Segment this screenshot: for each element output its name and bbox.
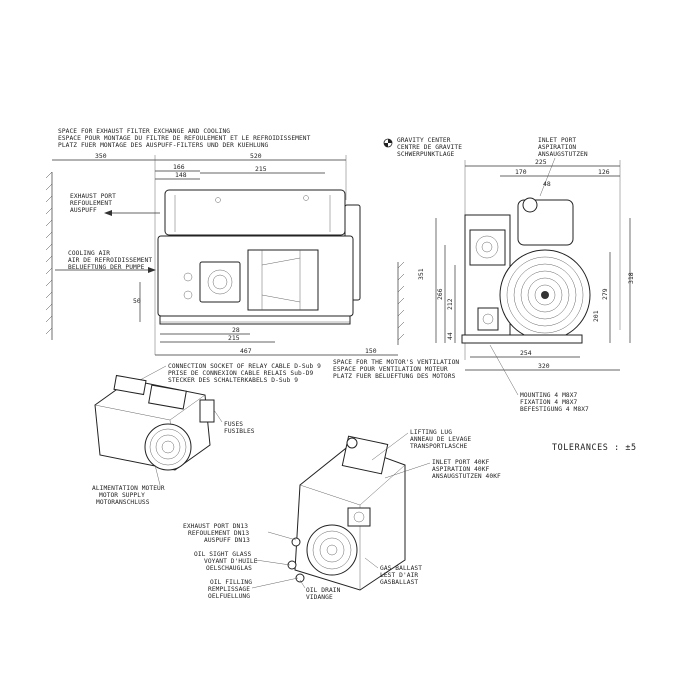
mounting-label-en: MOUNTING 4 M8X7: [520, 392, 578, 399]
cooling-air-label-fr: AIR DE REFROIDISSEMENT: [68, 257, 152, 264]
exhaust-port-label-en: EXHAUST PORT: [70, 193, 116, 200]
cooling-air-label-de: BELUEFTUNG DER PUMPE: [68, 264, 145, 271]
dim-320: 320: [538, 362, 550, 370]
dim-170: 170: [515, 168, 527, 176]
gas-ballast-label-de: GASBALLAST: [380, 579, 418, 586]
dim-318: 318: [627, 272, 635, 284]
connection-socket-label-de: STECKER DES SCHALTERKABELS D-Sub 9: [168, 377, 298, 384]
iso-view-motor-side: FUSES FUSIBLES ALIMENTATION MOTEUR MOTOR…: [92, 374, 255, 506]
tolerances-label: TOLERANCES : ±5: [552, 442, 637, 452]
oil-filling-label-en: OIL FILLING: [210, 579, 252, 586]
fuses-label-en: FUSES: [224, 421, 243, 428]
gravity-center-label-fr: CENTRE DE GRAVITE: [397, 144, 462, 151]
gas-ballast-label-fr: LEST D'AIR: [380, 572, 418, 579]
dim-350: 350: [95, 152, 107, 160]
iso-view-pump-side: LIFTING LUG ANNEAU DE LEVAGE TRANSPORTLA…: [183, 429, 501, 601]
inlet-port-40kf-label-de: ANSAUGSTUTZEN 40KF: [432, 473, 501, 480]
dim-48: 48: [543, 180, 551, 188]
dim-201: 201: [592, 310, 600, 322]
dim-254: 254: [520, 349, 532, 357]
dim-467: 467: [240, 347, 252, 355]
inlet-port-label-fr: ASPIRATION: [538, 144, 576, 151]
dim-150: 150: [365, 347, 377, 355]
exhaust-filter-space-label-fr: ESPACE POUR MONTAGE DU FILTRE DE REFOULE…: [58, 135, 311, 142]
oil-sight-glass-label-fr: VOYANT D'HUILE: [204, 558, 258, 565]
oil-sight-glass-label-de: OELSCHAUGLAS: [206, 565, 252, 572]
dim-126: 126: [598, 168, 610, 176]
power-supply-label-fr: ALIMENTATION MOTEUR: [92, 485, 165, 492]
dim-166: 166: [173, 163, 185, 171]
gas-ballast-label-en: GAS BALLAST: [380, 565, 422, 572]
dim-351: 351: [417, 268, 425, 280]
gravity-center-label-en: GRAVITY CENTER: [397, 137, 451, 144]
oil-sight-glass-label-en: OIL SIGHT GLASS: [194, 551, 252, 558]
gravity-center-label-de: SCHWERPUNKTLAGE: [397, 151, 455, 158]
oil-drain-label-en: OIL DRAIN: [306, 587, 341, 594]
connection-socket-label-fr: PRISE DE CONNEXION CABLE RELAIS Sub-D9: [168, 370, 314, 377]
power-supply-label-en: MOTOR SUPPLY: [99, 492, 145, 499]
dim-215-bottom: 215: [228, 334, 240, 342]
dim-28: 28: [232, 326, 240, 334]
lifting-lug-label-de: TRANSPORTLASCHE: [410, 443, 468, 450]
exhaust-port-label-fr: REFOULEMENT: [70, 200, 112, 207]
mounting-label-fr: FIXATION 4 M8X7: [520, 399, 578, 406]
dim-148: 148: [175, 171, 187, 179]
mounting-label-de: BEFESTIGUNG 4 M8X7: [520, 406, 589, 413]
exhaust-filter-space-label-en: SPACE FOR EXHAUST FILTER EXCHANGE AND CO…: [58, 128, 230, 135]
exhaust-filter-housing: [164, 189, 346, 236]
inlet-port-label-en: INLET PORT: [538, 137, 576, 144]
side-view: SPACE FOR EXHAUST FILTER EXCHANGE AND CO…: [45, 128, 459, 384]
cooling-air-label-en: COOLING AIR: [68, 250, 110, 257]
lifting-lug-label-fr: ANNEAU DE LEVAGE: [410, 436, 471, 443]
lifting-lug-label-en: LIFTING LUG: [410, 429, 452, 436]
exhaust-port-dn13-label-de: AUSPUFF DN13: [204, 537, 250, 544]
exhaust-filter-space-label-de: PLATZ FUER MONTAGE DES AUSPUFF-FILTERS U…: [58, 142, 269, 149]
dim-212: 212: [446, 298, 454, 310]
motor-ventilation-label-en: SPACE FOR THE MOTOR'S VENTILATION: [333, 359, 459, 366]
dim-215-top: 215: [255, 165, 267, 173]
dim-44: 44: [446, 332, 454, 340]
connection-socket-label-en: CONNECTION SOCKET OF RELAY CABLE D-Sub 9: [168, 363, 321, 370]
fuses-label-fr: FUSIBLES: [224, 428, 255, 435]
dim-50: 50: [133, 297, 141, 305]
front-view: GRAVITY CENTER CENTRE DE GRAVITE SCHWERP…: [383, 137, 635, 413]
exhaust-port-label-de: AUSPUFF: [70, 207, 97, 214]
exhaust-port-dn13-label-en: EXHAUST PORT DN13: [183, 523, 248, 530]
power-supply-label-de: MOTORANSCHLUSS: [96, 499, 150, 506]
dim-279: 279: [601, 288, 609, 300]
oil-filling-label-de: OELFUELLUNG: [208, 593, 250, 600]
inlet-port-label-de: ANSAUGSTUTZEN: [538, 151, 588, 158]
motor-ventilation-label-fr: ESPACE POUR VENTILATION MOTEUR: [333, 366, 448, 373]
dim-520: 520: [250, 152, 262, 160]
oil-drain-label-fr: VIDANGE: [306, 594, 333, 601]
motor-ventilation-label-de: PLATZ FUER BELUEFTUNG DES MOTORS: [333, 373, 456, 380]
exhaust-port-dn13-label-fr: REFOULEMENT DN13: [188, 530, 249, 537]
dim-225: 225: [535, 158, 547, 166]
dim-266: 266: [436, 288, 444, 300]
inlet-port-40kf-label-fr: ASPIRATION 40KF: [432, 466, 490, 473]
inlet-port-40kf-label-en: INLET PORT 40KF: [432, 459, 490, 466]
oil-filling-label-fr: REMPLISSAGE: [208, 586, 250, 593]
